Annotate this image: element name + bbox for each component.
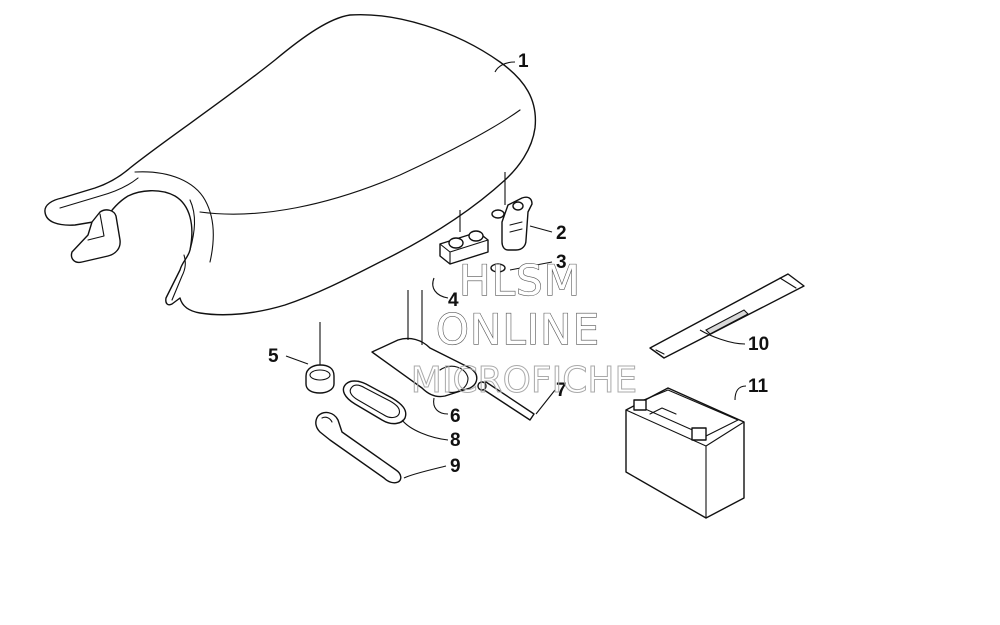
watermark-line-3: MICROFICHE [411,360,637,401]
watermark-line-2: ONLINE [436,305,600,354]
callout-1: 1 [518,51,529,72]
callout-10: 10 [748,334,769,355]
cover-plate-part [371,290,478,398]
spanner-wrench-part [315,411,402,484]
callout-5: 5 [268,346,279,367]
latch-part [491,172,533,251]
watermark: HLSM ONLINE MICROFICHE [410,255,637,401]
callout-leaders [285,61,747,479]
battery-part [625,387,745,519]
watermark-line-1: HLSM [459,256,581,305]
callout-2: 2 [556,223,567,244]
grommet-part [305,322,335,394]
callout-8: 8 [450,430,461,451]
battery-strap-part [649,273,805,359]
callout-3: 3 [556,252,567,273]
screw-part [490,263,506,273]
callout-7: 7 [556,380,567,401]
seat-part [44,13,537,316]
bumper-block-part [439,210,489,265]
callout-4: 4 [448,290,459,311]
callout-6: 6 [450,406,461,427]
callout-9: 9 [450,456,461,477]
rod-part [477,381,535,421]
callout-11: 11 [748,376,769,397]
gasket-part [342,380,407,425]
